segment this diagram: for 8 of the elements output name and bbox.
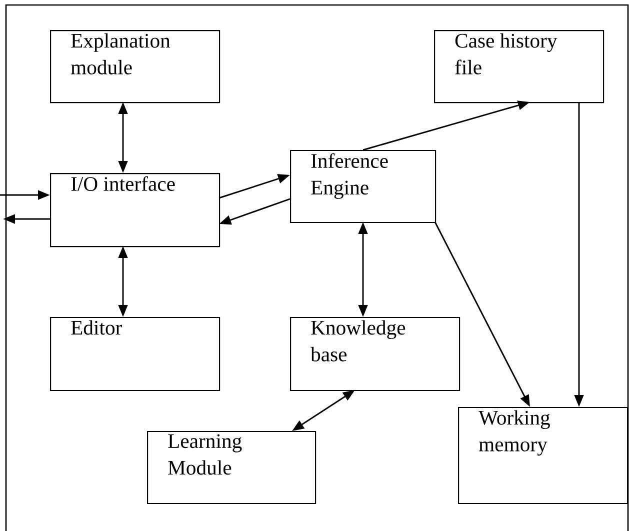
- process-box: Case history file: [434, 30, 604, 104]
- process-box: Learning Module: [147, 431, 316, 504]
- process-box: Working memory: [458, 407, 628, 504]
- process-box: Knowledge base: [290, 317, 460, 392]
- process-box: Explanation module: [50, 30, 220, 104]
- process-box: I/O interface: [50, 173, 220, 248]
- process-box: Editor: [50, 317, 220, 392]
- process-box: Inference Engine: [290, 150, 436, 224]
